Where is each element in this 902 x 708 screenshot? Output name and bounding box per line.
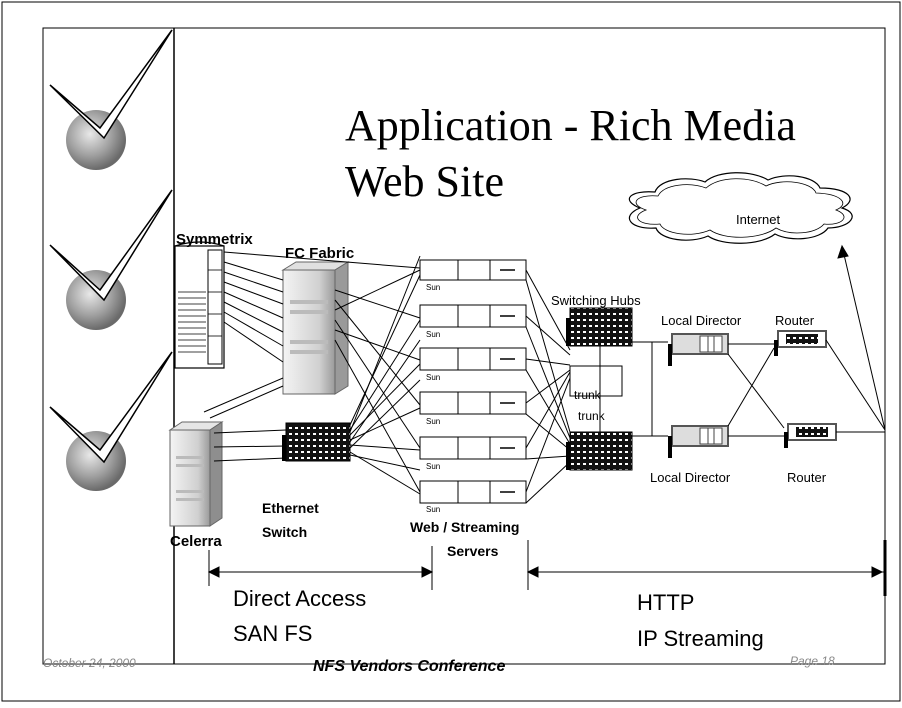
zone-span-arrows (207, 540, 887, 596)
server-brand-label: Sun (426, 505, 441, 514)
zone-right-line1: HTTP (637, 590, 695, 615)
zone-left-line2: SAN FS (233, 621, 313, 646)
router-bottom-label: Router (787, 470, 827, 485)
footer-conference: NFS Vendors Conference (313, 658, 506, 675)
slide-title-line2: Web Site (345, 157, 504, 206)
trunk-label-bottom: trunk (578, 409, 605, 423)
server-brand-label: Sun (426, 373, 441, 382)
server-brand-label: Sun (426, 330, 441, 339)
local-director-icon (668, 425, 729, 458)
router-top-label: Router (775, 313, 815, 328)
trunk-label-top: trunk (574, 388, 601, 402)
local-director-top-label: Local Director (661, 313, 742, 328)
router-icon (774, 330, 827, 356)
local-director-bottom-label: Local Director (650, 470, 731, 485)
servers-label-line2: Servers (447, 543, 499, 559)
switching-hub-icon (566, 307, 633, 347)
internet-cloud-icon (628, 172, 853, 244)
symmetrix-storage-icon (174, 241, 225, 369)
ethernet-switch-label-line2: Switch (262, 524, 308, 540)
server-unit (419, 347, 527, 371)
server-unit (419, 480, 527, 504)
ethernet-switch-label-line1: Ethernet (262, 500, 319, 516)
switching-hubs-label: Switching Hubs (551, 293, 641, 308)
switching-hub-icon (566, 431, 633, 471)
router-icon (784, 423, 837, 448)
zone-left-line1: Direct Access (233, 586, 367, 611)
content-frame (42, 27, 886, 665)
fc-fabric-switch-icon (281, 261, 350, 395)
fc-fabric-label: FC Fabric (285, 245, 355, 262)
server-brand-label: Sun (426, 417, 441, 426)
servers-label-line1: Web / Streaming (410, 519, 520, 535)
zone-right-line2: IP Streaming (637, 626, 764, 651)
celerra-server-icon (168, 421, 224, 527)
local-director-icon (668, 333, 729, 366)
check-sphere-icon (49, 351, 173, 491)
symmetrix-label: Symmetrix (176, 231, 253, 248)
ethernet-switch-icon (282, 422, 351, 462)
server-unit (419, 304, 527, 328)
footer-date: October 24, 2000 (43, 656, 136, 670)
server-brand-label: Sun (426, 462, 441, 471)
check-sphere-icon (49, 29, 173, 170)
internet-label: Internet (736, 212, 781, 227)
connection-lines (203, 244, 886, 504)
server-brand-label: Sun (426, 283, 441, 292)
server-unit (419, 391, 527, 415)
slide-title-line1: Application - Rich Media (345, 101, 796, 150)
server-unit (419, 436, 527, 460)
server-unit (419, 259, 527, 281)
celerra-label: Celerra (170, 533, 222, 550)
footer-page-number: Page 18 (790, 654, 835, 668)
check-sphere-icon (49, 189, 173, 330)
